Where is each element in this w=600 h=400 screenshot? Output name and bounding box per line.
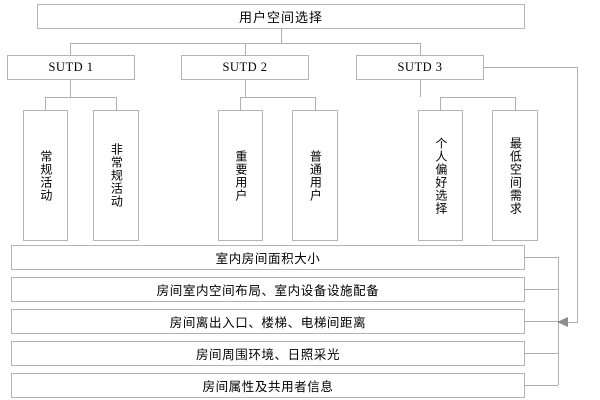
connector-bar3-stub	[525, 321, 558, 322]
connector-drop-sutd1	[70, 43, 71, 55]
connector-bar2-stub	[525, 289, 558, 290]
connector-sutd3-bus	[440, 97, 515, 98]
connector-sutd1-stem	[70, 80, 71, 97]
node-label: 普通用户	[308, 149, 323, 202]
connector-sutd1-bus	[45, 97, 116, 98]
connector-sutd1-drop-a	[45, 97, 46, 110]
node-sutd-1: SUTD 1	[7, 55, 135, 80]
attribute-bar-room-area: 室内房间面积大小	[11, 245, 525, 270]
node-label: 个人偏好选择	[433, 136, 448, 215]
attribute-bar-distance-entrance: 房间离出入口、楼梯、电梯间距离	[11, 309, 525, 334]
connector-bar1-stub	[525, 257, 558, 258]
node-sutd-3: SUTD 3	[356, 55, 484, 80]
node-label: 最低空间需求	[508, 136, 523, 215]
connector-sutd1-drop-b	[116, 97, 117, 110]
attribute-bar-surroundings-daylight: 房间周围环境、日照采光	[11, 341, 525, 366]
connector-bar5-stub	[525, 385, 558, 386]
attribute-label: 房间周围环境、日照采光	[195, 348, 341, 362]
node-non-routine-activity: 非常规活动	[93, 110, 139, 241]
attribute-label: 房间属性及共用者信息	[202, 380, 334, 394]
node-important-user: 重要用户	[218, 110, 263, 241]
node-label: 非常规活动	[109, 143, 124, 208]
node-label: 重要用户	[233, 149, 248, 202]
node-sutd-2: SUTD 2	[181, 55, 309, 80]
attribute-bar-room-properties-sharers: 房间属性及共用者信息	[11, 373, 525, 398]
connector-sutd3-feedback-top	[484, 67, 577, 68]
connector-sutd3-feedback-in	[566, 322, 578, 323]
connector-sutd3-stem	[420, 80, 421, 97]
node-routine-activity: 常规活动	[23, 110, 68, 241]
node-label: SUTD 3	[397, 60, 443, 74]
connector-sutd2-stem	[245, 80, 246, 97]
feedback-arrowhead-icon	[557, 317, 568, 327]
connector-bar4-stub	[525, 353, 558, 354]
connector-sutd2-bus	[240, 97, 315, 98]
attribute-label: 室内房间面积大小	[215, 252, 321, 266]
connector-drop-sutd3	[420, 43, 421, 55]
node-minimum-space-demand: 最低空间需求	[492, 110, 538, 241]
connector-root-stem	[281, 29, 282, 43]
connector-drop-sutd2	[245, 43, 246, 55]
attribute-label: 房间室内空间布局、室内设备设施配备	[156, 284, 380, 298]
connector-sutd2-drop-a	[240, 97, 241, 110]
node-personal-preference: 个人偏好选择	[418, 110, 463, 241]
attribute-bar-layout-equipment: 房间室内空间布局、室内设备设施配备	[11, 277, 525, 302]
node-label: SUTD 1	[48, 60, 94, 74]
node-root-user-space-selection: 用户空间选择	[37, 4, 525, 29]
connector-sutd3-feedback-down	[577, 67, 578, 322]
connector-sutd3-drop-b	[515, 97, 516, 110]
connector-sutd2-drop-b	[315, 97, 316, 110]
node-label: SUTD 2	[222, 60, 268, 74]
connector-sutd3-drop-a	[440, 97, 441, 110]
node-ordinary-user: 普通用户	[292, 110, 338, 241]
node-label: 用户空间选择	[238, 10, 323, 25]
attribute-label: 房间离出入口、楼梯、电梯间距离	[169, 316, 367, 330]
node-label: 常规活动	[38, 149, 53, 202]
